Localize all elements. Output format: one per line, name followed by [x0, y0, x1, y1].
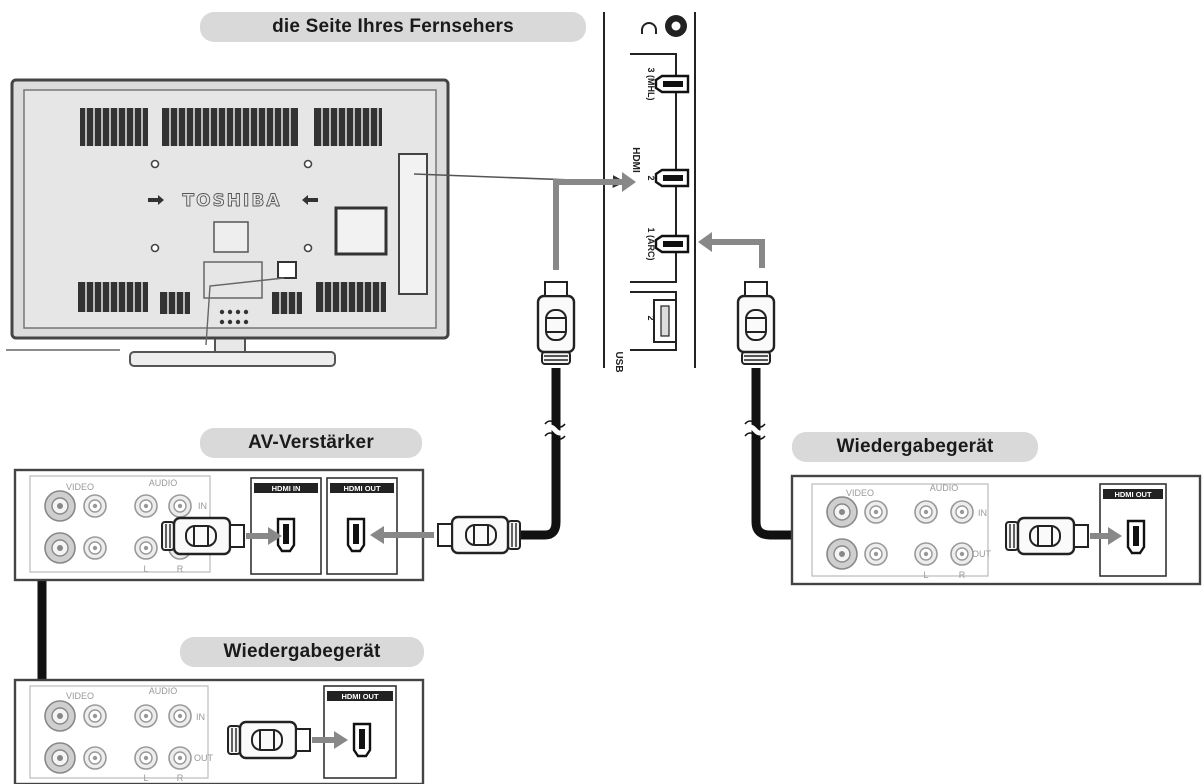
- player-bottom-audio-label: AUDIO: [149, 686, 178, 696]
- amp-r-label: R: [177, 564, 184, 574]
- usb-port-label: 2: [646, 315, 656, 320]
- player-right-hdmi-out-label: HDMI OUT: [1114, 490, 1151, 499]
- player-bottom-r-label: R: [177, 773, 184, 783]
- player-right-label: Wiedergabegerät: [792, 432, 1038, 462]
- player-bottom: VIDEO AUDIO IN OUT L R HDMI OUT: [13, 678, 425, 784]
- tv-side-label: die Seite Ihres Fernsehers: [200, 12, 586, 42]
- tv-side-panel: 3 (MHL) HDMI 2 1 (ARC) 2 USB: [603, 12, 696, 373]
- hdmi-port-1-label: 1 (ARC): [646, 228, 656, 261]
- hdmi-port-3-label: 3 (MHL): [646, 68, 656, 101]
- cable-amp-to-tv: [520, 172, 636, 540]
- player-right-in-label: IN: [978, 508, 987, 518]
- tv-back: TOSHIBA: [6, 78, 450, 367]
- player-bottom-in-label: IN: [196, 712, 205, 722]
- tv-brand-logo: TOSHIBA: [183, 191, 282, 211]
- amp-video-label: VIDEO: [66, 482, 94, 492]
- usb-group-label: USB: [613, 351, 624, 372]
- player-right-out-label: OUT: [972, 549, 992, 559]
- player-right-video-label: VIDEO: [846, 488, 874, 498]
- amp-audio-label: AUDIO: [149, 478, 178, 488]
- amp-hdmi-in-label: HDMI IN: [272, 484, 301, 493]
- amp-in-label: IN: [198, 501, 207, 511]
- amp-hdmi-out-label: HDMI OUT: [343, 484, 380, 493]
- player-bottom-label: Wiedergabegerät: [180, 637, 424, 667]
- hdmi-group-label: HDMI: [630, 147, 641, 173]
- player-bottom-out-label: OUT: [194, 753, 214, 763]
- player-bottom-video-label: VIDEO: [66, 691, 94, 701]
- hdmi-port-2-label: 2: [646, 175, 656, 180]
- av-amplifier: VIDEO AUDIO IN L R HDMI IN HDMI OUT: [13, 468, 522, 582]
- player-bottom-hdmi-out-label: HDMI OUT: [341, 692, 378, 701]
- cable-player-to-tv: [698, 232, 1006, 540]
- player-right-l-label: L: [923, 570, 928, 580]
- headphone-icon: [641, 22, 657, 34]
- player-right-audio-label: AUDIO: [930, 483, 959, 493]
- av-amplifier-label: AV-Verstärker: [200, 428, 422, 458]
- player-right: VIDEO AUDIO IN OUT L R HDMI OUT: [790, 474, 1202, 586]
- amp-l-label: L: [143, 564, 148, 574]
- player-right-r-label: R: [959, 570, 966, 580]
- player-bottom-l-label: L: [143, 773, 148, 783]
